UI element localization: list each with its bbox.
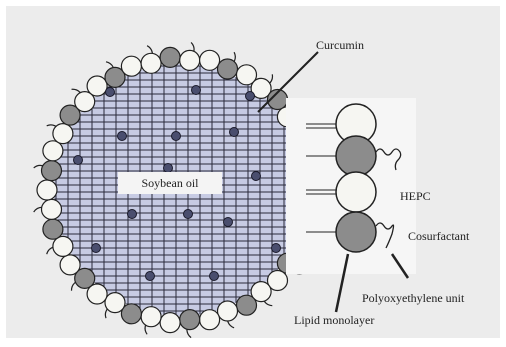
curcumin-molecule-icon (163, 163, 173, 173)
lipid-head-dark-icon (59, 104, 81, 126)
lipid-head-light-icon (52, 235, 74, 257)
curcumin-label: Curcumin (316, 38, 364, 52)
curcumin-molecule-icon (73, 155, 83, 165)
lipid-head-dark-icon (235, 294, 258, 316)
core-label: Soybean oil (142, 176, 200, 190)
lipid-head-light-icon (52, 123, 74, 145)
lipid-head-dark-icon (216, 58, 239, 80)
lipid-head-dark-icon (40, 160, 63, 182)
lipid-head-light-icon (59, 254, 81, 276)
curcumin-molecule-icon (117, 131, 127, 141)
curcumin-molecule-icon (145, 271, 155, 281)
curcumin-molecule-icon (127, 209, 137, 219)
lipid-monolayer-label: Lipid monolayer (294, 313, 374, 327)
lipid-head-dark-icon (159, 46, 181, 69)
polymer-chain-icon (375, 222, 395, 249)
lipid-head-light-icon (199, 309, 221, 331)
curcumin-pointer (257, 51, 319, 113)
curcumin-molecule-icon (91, 243, 101, 253)
lipid-head-dark-icon (335, 135, 377, 177)
lipid-head-light-icon (74, 90, 96, 113)
curcumin-molecule-icon (229, 127, 239, 137)
legend-molecules (306, 103, 402, 253)
lipid-head-light-icon (104, 292, 126, 314)
lipid-head-light-icon (36, 179, 58, 201)
lipid-head-light-icon (120, 55, 142, 77)
polyoxyethylene-label: Polyoxyethylene unit (362, 291, 465, 305)
lipid-head-dark-icon (104, 66, 126, 89)
curcumin-molecule-icon (105, 87, 115, 97)
polyoxyethylene-pointer (390, 253, 410, 279)
lipid-head-light-icon (250, 77, 272, 100)
lipid-head-light-icon (86, 75, 108, 97)
curcumin-molecule-icon (171, 131, 181, 141)
lipid-head-light-icon (179, 49, 201, 72)
curcumin-molecule-icon (183, 209, 193, 219)
lipid-head-light-icon (235, 64, 258, 86)
curcumin-molecule-icon (191, 85, 201, 95)
lipid-head-dark-icon (74, 267, 96, 289)
lipid-head-light-icon (199, 49, 221, 71)
hepc-label: HEPC (400, 189, 431, 203)
lipid-head-light-icon (216, 300, 239, 322)
lipid-head-dark-icon (179, 309, 201, 331)
cosurfactant-label: Cosurfactant (408, 229, 470, 243)
curcumin-molecule-icon (271, 243, 281, 253)
lipid-head-light-icon (42, 140, 64, 162)
lipid-head-dark-icon (335, 211, 377, 253)
curcumin-molecule-icon (245, 91, 255, 101)
lipid-head-dark-icon (42, 218, 64, 240)
lipid-head-light-icon (140, 52, 162, 74)
curcumin-molecule-icon (223, 217, 233, 227)
lipid-head-light-icon (159, 312, 181, 334)
core-label-box (118, 172, 222, 194)
lipid-head-light-icon (266, 269, 289, 292)
polymer-chain-icon (375, 148, 402, 171)
lipid-head-light-icon (335, 171, 377, 213)
monolayer-pointer (334, 253, 350, 313)
lipid-head-light-icon (86, 283, 108, 305)
lipid-head-dark-icon (120, 303, 142, 325)
curcumin-molecule-icon (251, 171, 261, 181)
lipid-head-light-icon (40, 198, 63, 220)
curcumin-molecule-icon (209, 271, 219, 281)
lipid-head-light-icon (250, 281, 272, 303)
lipid-head-light-icon (140, 306, 162, 328)
